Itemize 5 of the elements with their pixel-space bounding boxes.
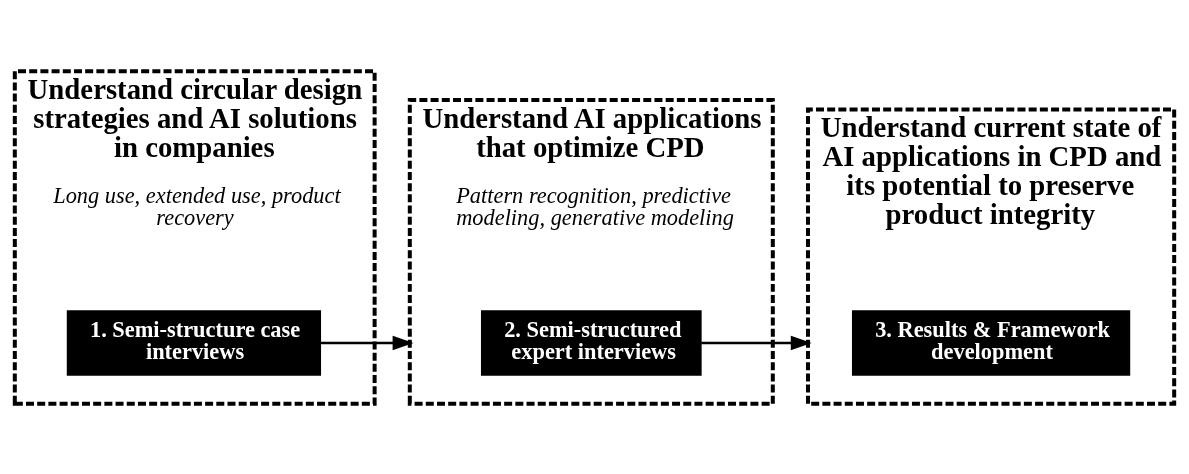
node-box: 3. Results & Framework development xyxy=(851,309,1131,376)
arrow xyxy=(701,335,812,350)
node-box: 2. Semi-structured expert interviews xyxy=(480,309,702,376)
arrow xyxy=(320,335,414,350)
node-box: 1. Semi-structure case interviews xyxy=(66,309,322,376)
